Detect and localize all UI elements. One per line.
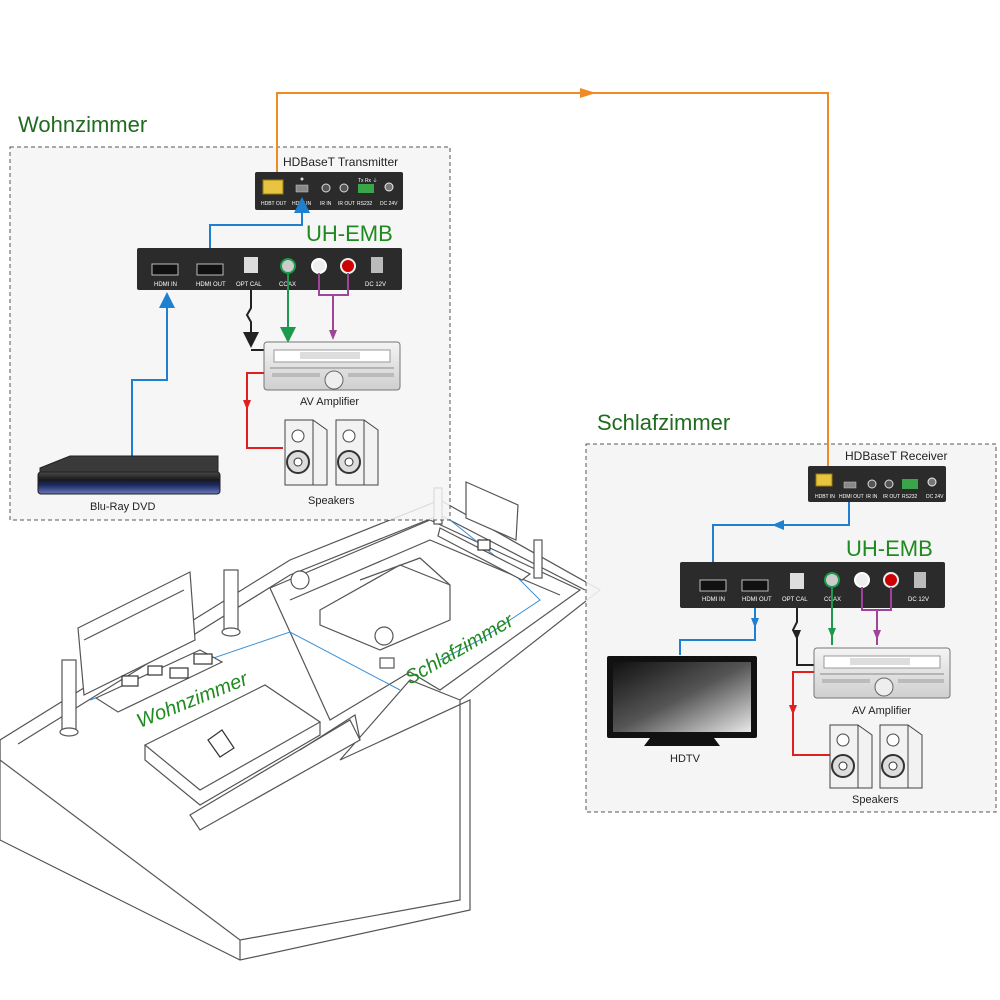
receiver-port-1: HDMI OUT (839, 494, 864, 500)
optical-port-right (790, 573, 804, 589)
optical-port (244, 257, 258, 273)
hdbaset-cable (276, 92, 829, 468)
living-room-title: Wohnzimmer (18, 112, 147, 137)
hdbt-in-port (815, 473, 833, 487)
hdmi-out-port-right (741, 579, 769, 592)
receiver-port-5: DC 24V (926, 494, 944, 500)
hdmi-in-port (151, 263, 179, 276)
uh-emb-right-port-0: HDMI IN (702, 597, 725, 603)
optical-cable-left (243, 290, 259, 348)
audio-red-port (340, 258, 356, 274)
transmitter-port-2: IR IN (320, 201, 332, 207)
hdtv-label: HDTV (670, 753, 701, 765)
receiver-port-0: HDBT IN (815, 494, 835, 500)
hdmi-out-port (196, 263, 224, 276)
bedroom-box (585, 443, 997, 813)
receiver-port-3: IR OUT (883, 494, 900, 500)
uh-emb-right: UH-EMB HDMI IN HDMI OUT OPT CAL COAX DC … (680, 536, 945, 608)
audio-white-port-right (854, 572, 870, 588)
bedroom-title: Schlafzimmer (597, 410, 730, 435)
transmitter-port-0: HDBT OUT (261, 201, 286, 207)
speakers-right: Speakers (829, 724, 923, 806)
uh-emb-right-port-4: DC 12V (908, 597, 929, 603)
bluray-label: Blu-Ray DVD (90, 501, 155, 513)
transmitter-rs232-pins: Tx Rx ⏚ (358, 177, 377, 184)
uh-emb-left-port-0: HDMI IN (154, 282, 177, 288)
av-amplifier-right: AV Amplifier (813, 647, 951, 717)
hdmi-cable-emb-to-tx (209, 197, 310, 264)
bluray-player: Blu-Ray DVD (37, 455, 221, 513)
uh-emb-left-port-1: HDMI OUT (196, 282, 226, 288)
uh-emb-left-title: UH-EMB (306, 221, 393, 246)
transmitter-title: HDBaseT Transmitter (283, 155, 398, 169)
hdbt-out-port (262, 179, 284, 195)
receiver-port-2: IR IN (866, 494, 878, 500)
receiver-port-4: RS232 (902, 494, 918, 500)
audio-white-port (311, 258, 327, 274)
hdbaset-arrow (580, 88, 596, 98)
coax-port (280, 258, 296, 274)
hdbaset-receiver: HDBaseT Receiver HDBT IN HDMI OUT IR IN … (808, 449, 947, 502)
speakers-left-label: Speakers (308, 495, 355, 507)
amp-left-label: AV Amplifier (300, 396, 359, 408)
amp-right-label: AV Amplifier (852, 705, 911, 717)
speaker-cable-left (246, 372, 283, 449)
coax-port-right (824, 572, 840, 588)
transmitter-port-3: IR OUT (338, 201, 355, 207)
receiver-title: HDBaseT Receiver (845, 449, 947, 463)
speakers-right-label: Speakers (852, 794, 899, 806)
audio-red-port-right (883, 572, 899, 588)
uh-emb-left: UH-EMB HDMI IN HDMI OUT OPT CAL COAX DC … (137, 221, 402, 290)
hdbaset-transmitter: HDBaseT Transmitter HDBT OUT HDMI IN IR … (255, 155, 403, 210)
analog-cable-left (318, 273, 349, 335)
uh-emb-left-port-4: DC 12V (365, 282, 386, 288)
transmitter-port-5: DC 24V (380, 201, 398, 207)
av-amplifier-left: AV Amplifier (263, 341, 401, 408)
transmitter-port-4: RS232 (357, 201, 373, 207)
uh-emb-right-port-1: HDMI OUT (742, 597, 772, 603)
speakers-left: Speakers (284, 419, 379, 507)
uh-emb-right-title: UH-EMB (846, 536, 933, 561)
floor-plan (0, 481, 602, 961)
hdtv: HDTV (607, 656, 757, 765)
hdmi-in-port-right (699, 579, 727, 592)
hdmi-cable-bluray-to-emb (131, 292, 175, 458)
uh-emb-left-port-2: OPT CAL (236, 282, 262, 288)
uh-emb-right-port-2: OPT CAL (782, 597, 808, 603)
